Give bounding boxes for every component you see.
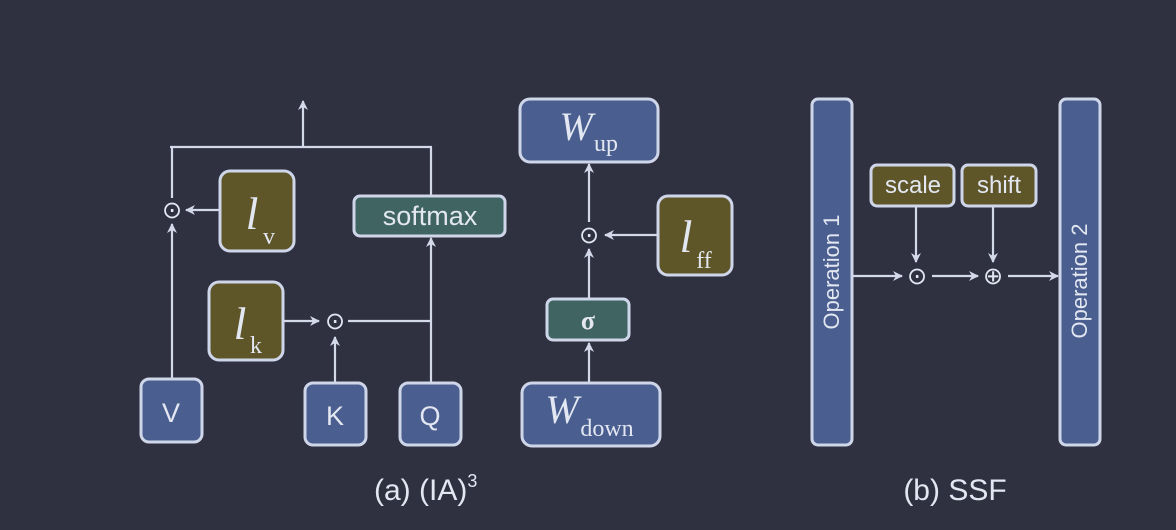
l-v-base: l bbox=[246, 188, 259, 239]
l-ff-sub: ff bbox=[696, 248, 712, 274]
q-label: Q bbox=[419, 401, 440, 431]
sigma-label: σ bbox=[581, 306, 595, 335]
q-box: Q bbox=[398, 381, 463, 447]
l-v-box: l v bbox=[218, 169, 296, 253]
operation-1-label: Operation 1 bbox=[819, 215, 844, 330]
shift-box: shift bbox=[960, 163, 1038, 208]
operation-2-label: Operation 2 bbox=[1067, 224, 1092, 339]
hadamard-symbol-scale: ⊙ bbox=[907, 262, 927, 290]
l-k-sub: k bbox=[250, 333, 262, 359]
v-box: V bbox=[139, 377, 204, 444]
w-up-sub: up bbox=[594, 131, 618, 157]
k-box: K bbox=[303, 381, 368, 447]
w-up-box: W up bbox=[518, 97, 660, 164]
caption-ia3: (a) (IA)3 bbox=[374, 471, 477, 507]
w-down-box: W down bbox=[520, 381, 662, 448]
scale-box: scale bbox=[869, 163, 956, 208]
w-down-sub: down bbox=[580, 416, 633, 442]
l-k-base: l bbox=[234, 298, 247, 349]
l-ff-base: l bbox=[680, 211, 693, 262]
ia3-ffn-wires bbox=[584, 163, 657, 382]
softmax-box: softmax bbox=[352, 194, 507, 238]
softmax-label: softmax bbox=[383, 201, 478, 231]
caption-ia3-sup: 3 bbox=[467, 471, 477, 491]
operation-1-box: Operation 1 bbox=[810, 97, 854, 447]
hadamard-symbol-k: ⊙ bbox=[325, 307, 345, 335]
sigma-box: σ bbox=[545, 297, 631, 342]
ssf-wires bbox=[853, 207, 1059, 281]
caption-ia3-main: (a) (IA) bbox=[374, 474, 467, 507]
plus-symbol-shift: ⊕ bbox=[983, 262, 1003, 290]
ia3-attention-wires bbox=[167, 100, 436, 382]
l-ff-box: l ff bbox=[656, 194, 734, 277]
v-label: V bbox=[162, 398, 180, 428]
w-up-base: W bbox=[559, 104, 596, 149]
l-v-sub: v bbox=[263, 224, 275, 250]
caption-ssf: (b) SSF bbox=[903, 474, 1006, 507]
shift-label: shift bbox=[977, 172, 1021, 199]
hadamard-symbol-v: ⊙ bbox=[162, 196, 182, 224]
operation-2-box: Operation 2 bbox=[1058, 97, 1102, 447]
k-label: K bbox=[326, 401, 344, 431]
l-k-box: l k bbox=[207, 280, 285, 362]
w-down-base: W bbox=[545, 387, 582, 432]
scale-label: scale bbox=[885, 172, 941, 199]
hadamard-symbol-ff: ⊙ bbox=[579, 221, 599, 249]
